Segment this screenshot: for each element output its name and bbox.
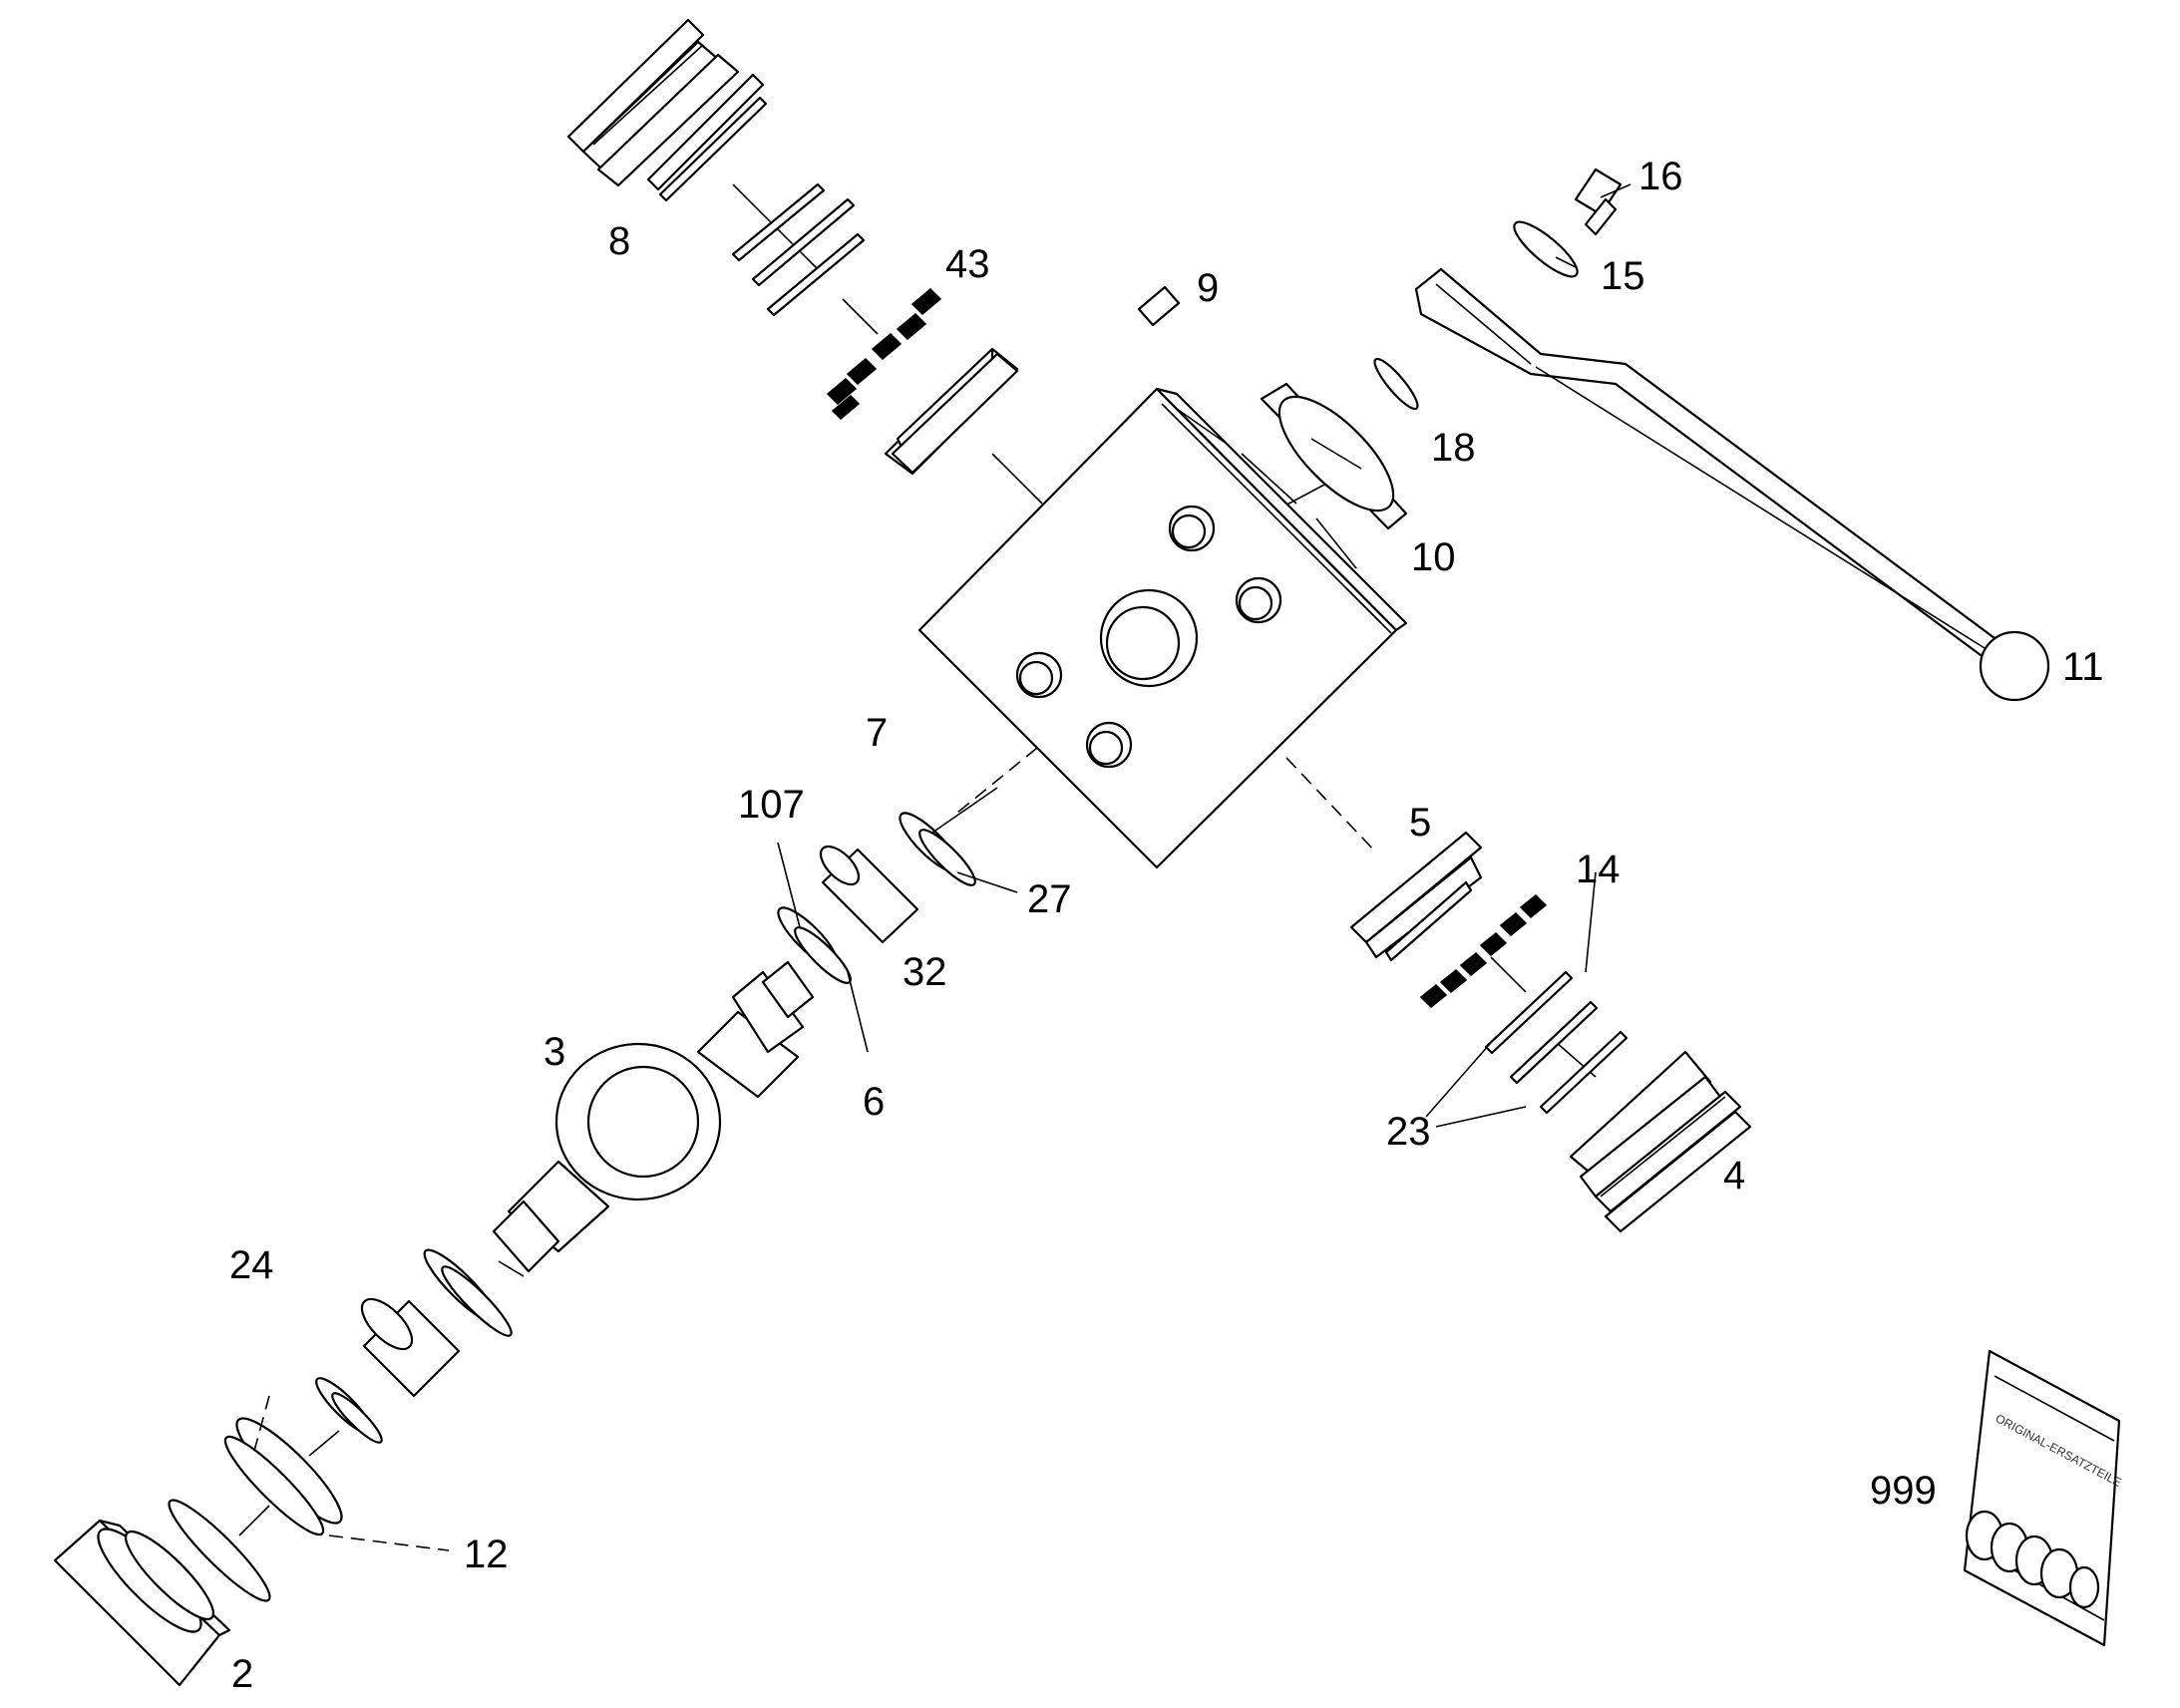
callout-14: 14: [1576, 848, 1621, 891]
callout-43: 43: [945, 242, 990, 286]
callout-4: 4: [1723, 1154, 1745, 1197]
part-27-ring: [918, 829, 976, 886]
part-10-plate: [1260, 382, 1408, 530]
callout-15: 15: [1601, 254, 1645, 298]
callout-7: 7: [866, 711, 888, 755]
part-15-washer: [1513, 220, 1579, 278]
callout-5: 5: [1409, 801, 1431, 845]
callout-12: 12: [464, 1533, 509, 1576]
part-5-seat: [1349, 831, 1483, 962]
callout-32: 32: [903, 950, 947, 994]
callout-3: 3: [544, 1030, 565, 1074]
callout-8: 8: [608, 219, 630, 263]
callout-labels: 2 3 4 5 6 7 8 9 10 11 12 14 15 16 18 23 …: [229, 155, 2104, 1696]
part-8-flange: [566, 18, 768, 202]
part-9-key: [1137, 285, 1181, 327]
part-4-flange: [1569, 1050, 1752, 1233]
upper-seat: [884, 347, 1019, 476]
callout-9: 9: [1197, 266, 1219, 310]
callout-27: 27: [1027, 877, 1072, 921]
callout-999: 999: [1870, 1469, 1937, 1513]
part-11-handle: [1414, 267, 2050, 702]
part-2-endcap: [53, 1519, 231, 1687]
part-14-rings: [1419, 893, 1629, 1115]
part-lower-ring-stack: [315, 1248, 513, 1444]
callout-23: 23: [1386, 1110, 1431, 1154]
part-12-ring: [223, 1435, 325, 1537]
part-3-ball: [492, 960, 815, 1273]
callout-leader-lines: [253, 183, 1632, 1551]
callout-18: 18: [1431, 426, 1476, 470]
part-999-spare-parts-bag: ORIGINAL-ERSATZTEILE: [1963, 1349, 2124, 1647]
callout-16: 16: [1638, 155, 1683, 198]
part-lower-ring: [168, 1499, 271, 1602]
callout-11: 11: [2062, 645, 2104, 689]
callout-107: 107: [738, 783, 805, 827]
part-16-bolt: [1574, 168, 1623, 236]
callout-24: 24: [229, 1243, 274, 1287]
callout-10: 10: [1411, 535, 1456, 579]
callout-6: 6: [863, 1080, 885, 1124]
part-18-washer: [1373, 357, 1419, 411]
valve-body: [917, 387, 1408, 869]
part-43-rings: [731, 182, 942, 421]
part-32-sleeve: [819, 845, 919, 944]
callout-2: 2: [231, 1652, 253, 1696]
